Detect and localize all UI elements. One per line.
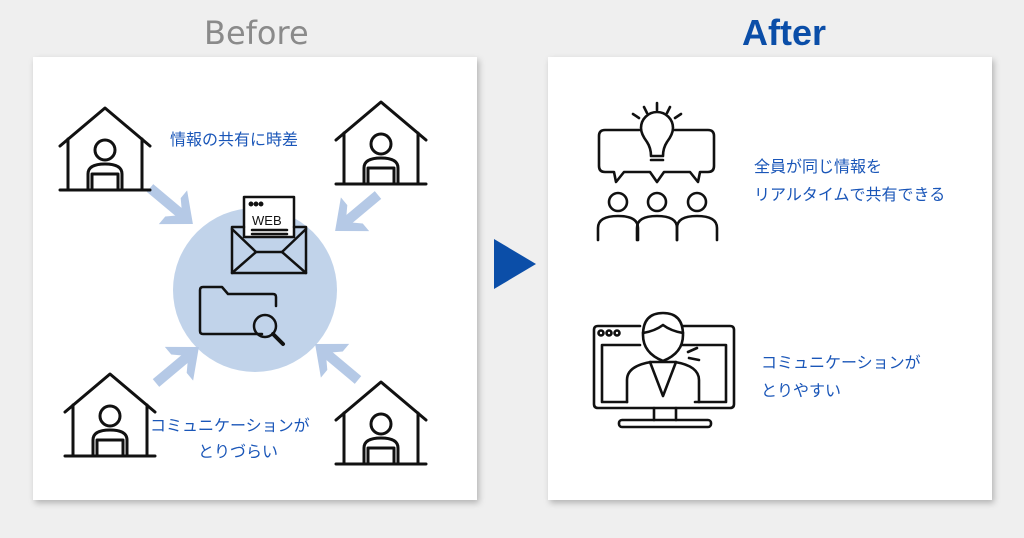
arrow-top-left xyxy=(135,171,208,241)
after-title: After xyxy=(742,12,827,53)
web-mail-icon xyxy=(230,195,308,275)
folder-search-icon xyxy=(198,285,285,346)
house-icon xyxy=(58,106,152,192)
after-item1-line1: 全員が同じ情報を xyxy=(754,157,883,176)
caption-time-lag: 情報の共有に時差 xyxy=(170,130,299,149)
arrow-top-right xyxy=(320,178,393,248)
caption-hard-communication-line1: コミュニケーションが xyxy=(150,416,310,435)
before-after-arrow xyxy=(494,239,536,289)
after-item2-line2: とりやすい xyxy=(761,381,842,400)
house-icon xyxy=(334,380,428,466)
after-item2-line1: コミュニケーションが xyxy=(761,353,921,372)
house-icon xyxy=(63,372,157,458)
before-title: Before xyxy=(204,14,309,52)
video-call-icon xyxy=(592,311,736,429)
after-item1-line2: リアルタイムで共有できる xyxy=(754,185,946,204)
caption-hard-communication-line2: とりづらい xyxy=(198,442,279,461)
house-icon xyxy=(334,100,428,186)
web-label: WEB xyxy=(252,213,282,228)
team-idea-icon xyxy=(596,101,719,242)
shared-circle xyxy=(173,208,337,372)
